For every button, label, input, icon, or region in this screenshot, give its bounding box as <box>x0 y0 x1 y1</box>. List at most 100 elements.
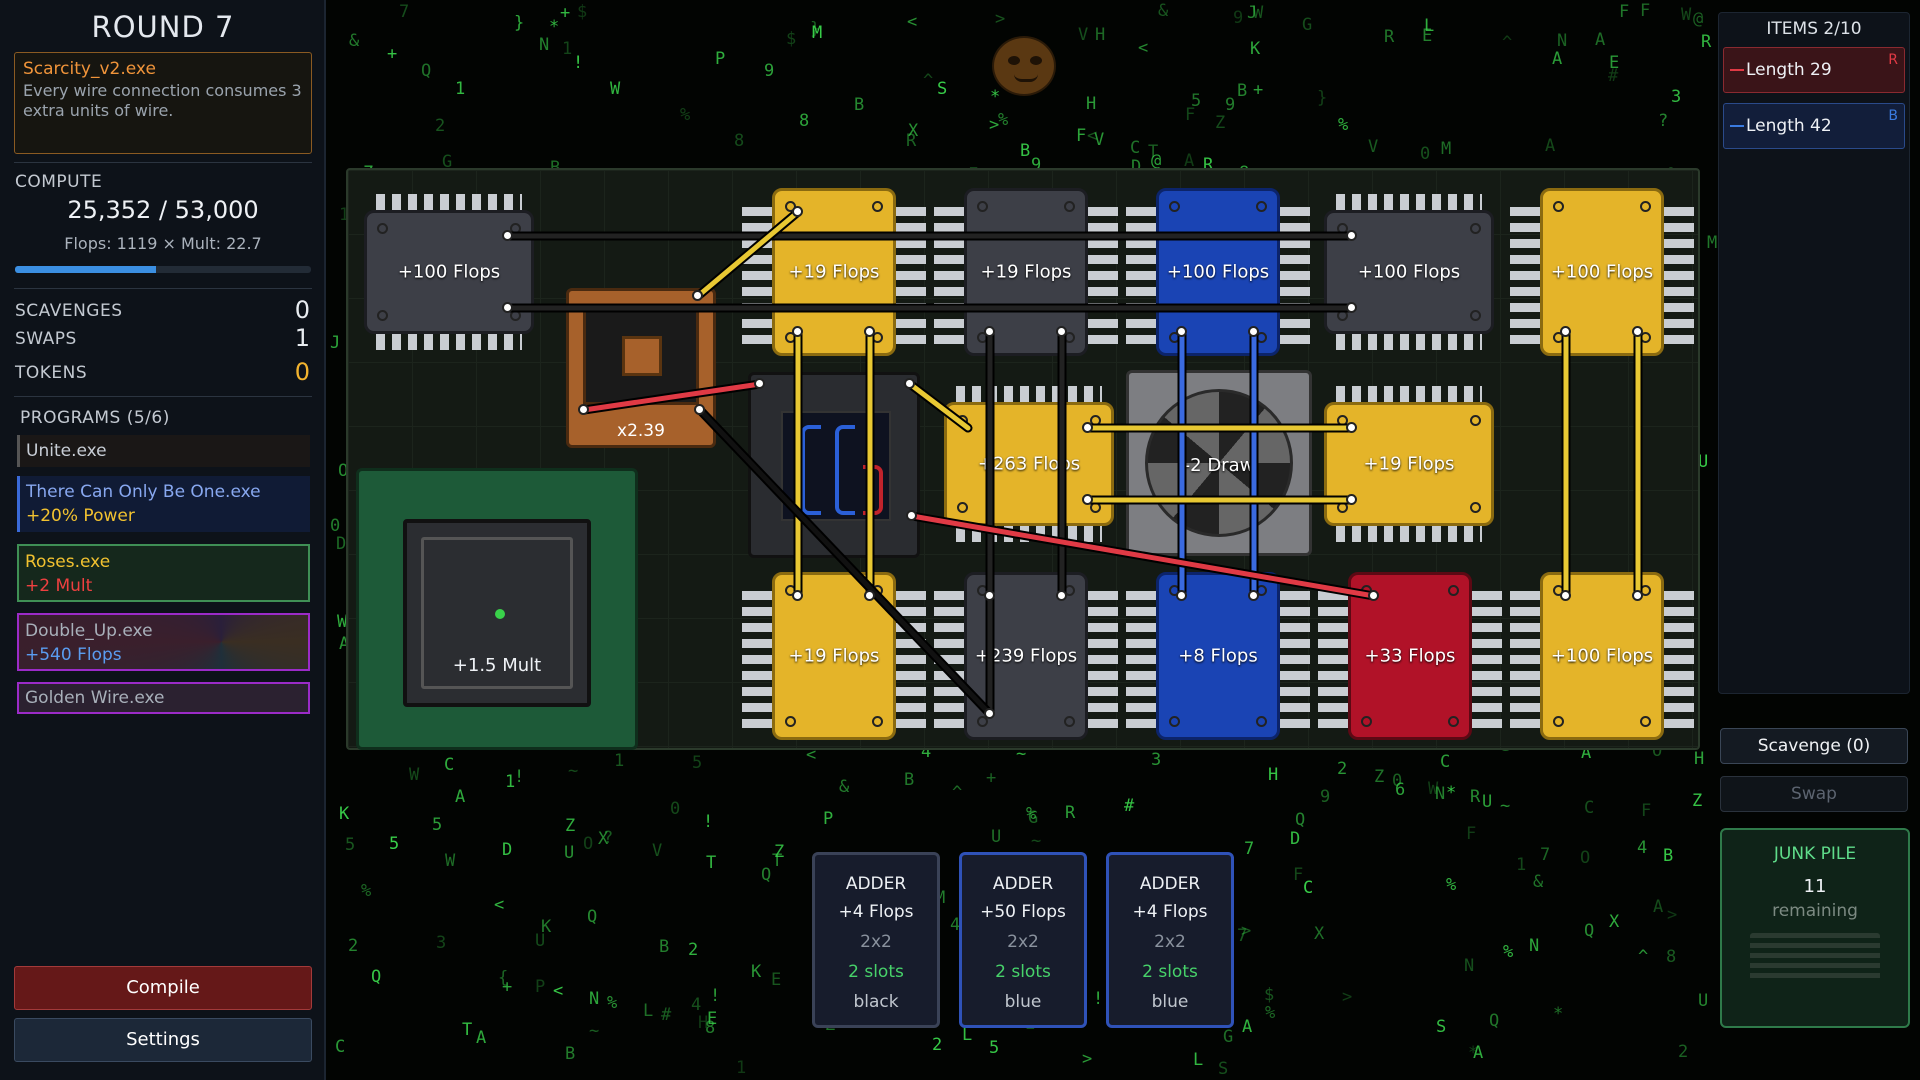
matrix-glyph: ~ <box>1016 744 1027 764</box>
mount-hole <box>377 223 388 234</box>
wire-node[interactable] <box>1176 590 1187 601</box>
matrix-glyph: > <box>1667 905 1678 925</box>
matrix-glyph: C <box>1130 138 1141 158</box>
chip-pins <box>1126 584 1156 728</box>
wire-node[interactable] <box>792 206 803 217</box>
wire-node[interactable] <box>984 708 995 719</box>
wire-node[interactable] <box>754 378 765 389</box>
fan-chip[interactable]: -2 Draw <box>1126 370 1312 556</box>
item-wire-red[interactable]: Length 29 R <box>1723 47 1905 93</box>
wire-node[interactable] <box>1248 590 1259 601</box>
item-wire-blue[interactable]: Length 42 B <box>1723 103 1905 149</box>
mount-hole <box>1640 201 1651 212</box>
junk-pile[interactable]: JUNK PILE 11 remaining <box>1720 828 1910 1028</box>
shop-card-adder-1[interactable]: ADDER +4 Flops 2x2 2 slots black <box>812 852 940 1028</box>
program-golden-wire[interactable]: Golden Wire.exe <box>17 682 310 714</box>
item-label: Length 29 <box>1746 60 1832 80</box>
shop-card-adder-3[interactable]: ADDER +4 Flops 2x2 2 slots blue <box>1106 852 1234 1028</box>
wire-node[interactable] <box>1056 326 1067 337</box>
program-double-up[interactable]: Double_Up.exe +540 Flops <box>17 613 310 671</box>
wire-node[interactable] <box>906 510 917 521</box>
matrix-glyph: O <box>1580 848 1591 868</box>
multiplier-core-icon <box>583 305 699 405</box>
matrix-glyph: G <box>1302 15 1313 35</box>
wire-node[interactable] <box>1082 494 1093 505</box>
card-name: ADDER <box>1139 874 1201 894</box>
matrix-glyph: 2 <box>435 116 446 136</box>
wire-node[interactable] <box>1346 230 1357 241</box>
matrix-glyph: L <box>1193 1050 1204 1070</box>
wire[interactable] <box>581 381 763 413</box>
chip-yellow[interactable]: +19 Flops <box>772 572 896 740</box>
chip-label: +100 Flops <box>397 261 501 283</box>
program-roses[interactable]: Roses.exe +2 Mult <box>17 544 310 602</box>
matrix-glyph: 2 <box>1337 759 1348 779</box>
matrix-glyph: 8 <box>705 1018 716 1038</box>
wire[interactable] <box>695 209 801 299</box>
matrix-glyph: A <box>1184 151 1195 171</box>
wire-node[interactable] <box>1082 422 1093 433</box>
chip-pins <box>896 584 926 728</box>
chip-yellow[interactable]: +100 Flops <box>1540 572 1664 740</box>
wire-node[interactable] <box>792 326 803 337</box>
matrix-glyph: 2 <box>1678 1042 1689 1062</box>
wire-node[interactable] <box>502 230 513 241</box>
settings-button[interactable]: Settings <box>14 1018 312 1062</box>
program-unite[interactable]: Unite.exe <box>17 435 310 467</box>
program-there-can-only-be-one[interactable]: There Can Only Be One.exe +20% Power <box>17 476 310 532</box>
wire[interactable] <box>909 513 1377 599</box>
wire-node[interactable] <box>864 590 875 601</box>
matrix-glyph: 4 <box>1637 838 1648 858</box>
wire-node[interactable] <box>1632 326 1643 337</box>
wire-node[interactable] <box>864 326 875 337</box>
matrix-glyph: < <box>1087 126 1098 146</box>
wire[interactable] <box>907 381 971 431</box>
chip-red[interactable]: +33 Flops <box>1348 572 1472 740</box>
matrix-glyph: ! <box>514 767 525 787</box>
wire[interactable] <box>697 407 993 717</box>
wire-node[interactable] <box>1560 326 1571 337</box>
swap-button[interactable]: Swap <box>1720 776 1908 812</box>
wire-node[interactable] <box>792 590 803 601</box>
wire-node[interactable] <box>904 378 915 389</box>
wire-node[interactable] <box>692 290 703 301</box>
matrix-glyph: P <box>715 49 726 69</box>
wire-node[interactable] <box>1368 590 1379 601</box>
wire-node[interactable] <box>1346 494 1357 505</box>
matrix-glyph: R <box>1384 27 1395 47</box>
compile-button[interactable]: Compile <box>14 966 312 1010</box>
cpu-chip[interactable]: +1.5 Mult <box>356 468 638 750</box>
matrix-glyph: J <box>330 333 341 353</box>
wire-node[interactable] <box>984 590 995 601</box>
wire-node[interactable] <box>1248 326 1259 337</box>
matrix-glyph: L <box>962 1025 973 1045</box>
matrix-glyph: 5 <box>345 835 356 855</box>
chip-blue[interactable]: +8 Flops <box>1156 572 1280 740</box>
matrix-glyph: + <box>986 768 997 788</box>
wire-node[interactable] <box>1346 302 1357 313</box>
program-name: Unite.exe <box>26 441 107 461</box>
matrix-glyph: 6 <box>1395 780 1406 800</box>
wire-node[interactable] <box>694 404 705 415</box>
multiplier-chip[interactable]: x2.39 <box>566 288 716 448</box>
chip-pins <box>1280 584 1310 728</box>
wire-node[interactable] <box>1632 590 1643 601</box>
shop-card-adder-2[interactable]: ADDER +50 Flops 2x2 2 slots blue <box>959 852 1087 1028</box>
wire-node[interactable] <box>1176 326 1187 337</box>
card-name: ADDER <box>845 874 907 894</box>
wire-node[interactable] <box>502 302 513 313</box>
matrix-glyph: F <box>1076 126 1087 146</box>
wire-node[interactable] <box>1056 590 1067 601</box>
wire-node[interactable] <box>984 326 995 337</box>
matrix-glyph: X <box>1609 912 1620 932</box>
matrix-glyph: 8 <box>799 111 810 131</box>
wire-node[interactable] <box>1346 422 1357 433</box>
mount-hole <box>1470 415 1481 426</box>
wire-node[interactable] <box>578 404 589 415</box>
matrix-glyph: N <box>589 989 600 1009</box>
matrix-glyph: H <box>1694 749 1705 769</box>
wire-node[interactable] <box>1560 590 1571 601</box>
junk-title: JUNK PILE <box>1773 844 1857 864</box>
matrix-glyph: % <box>361 881 372 901</box>
scavenge-button[interactable]: Scavenge (0) <box>1720 728 1908 764</box>
